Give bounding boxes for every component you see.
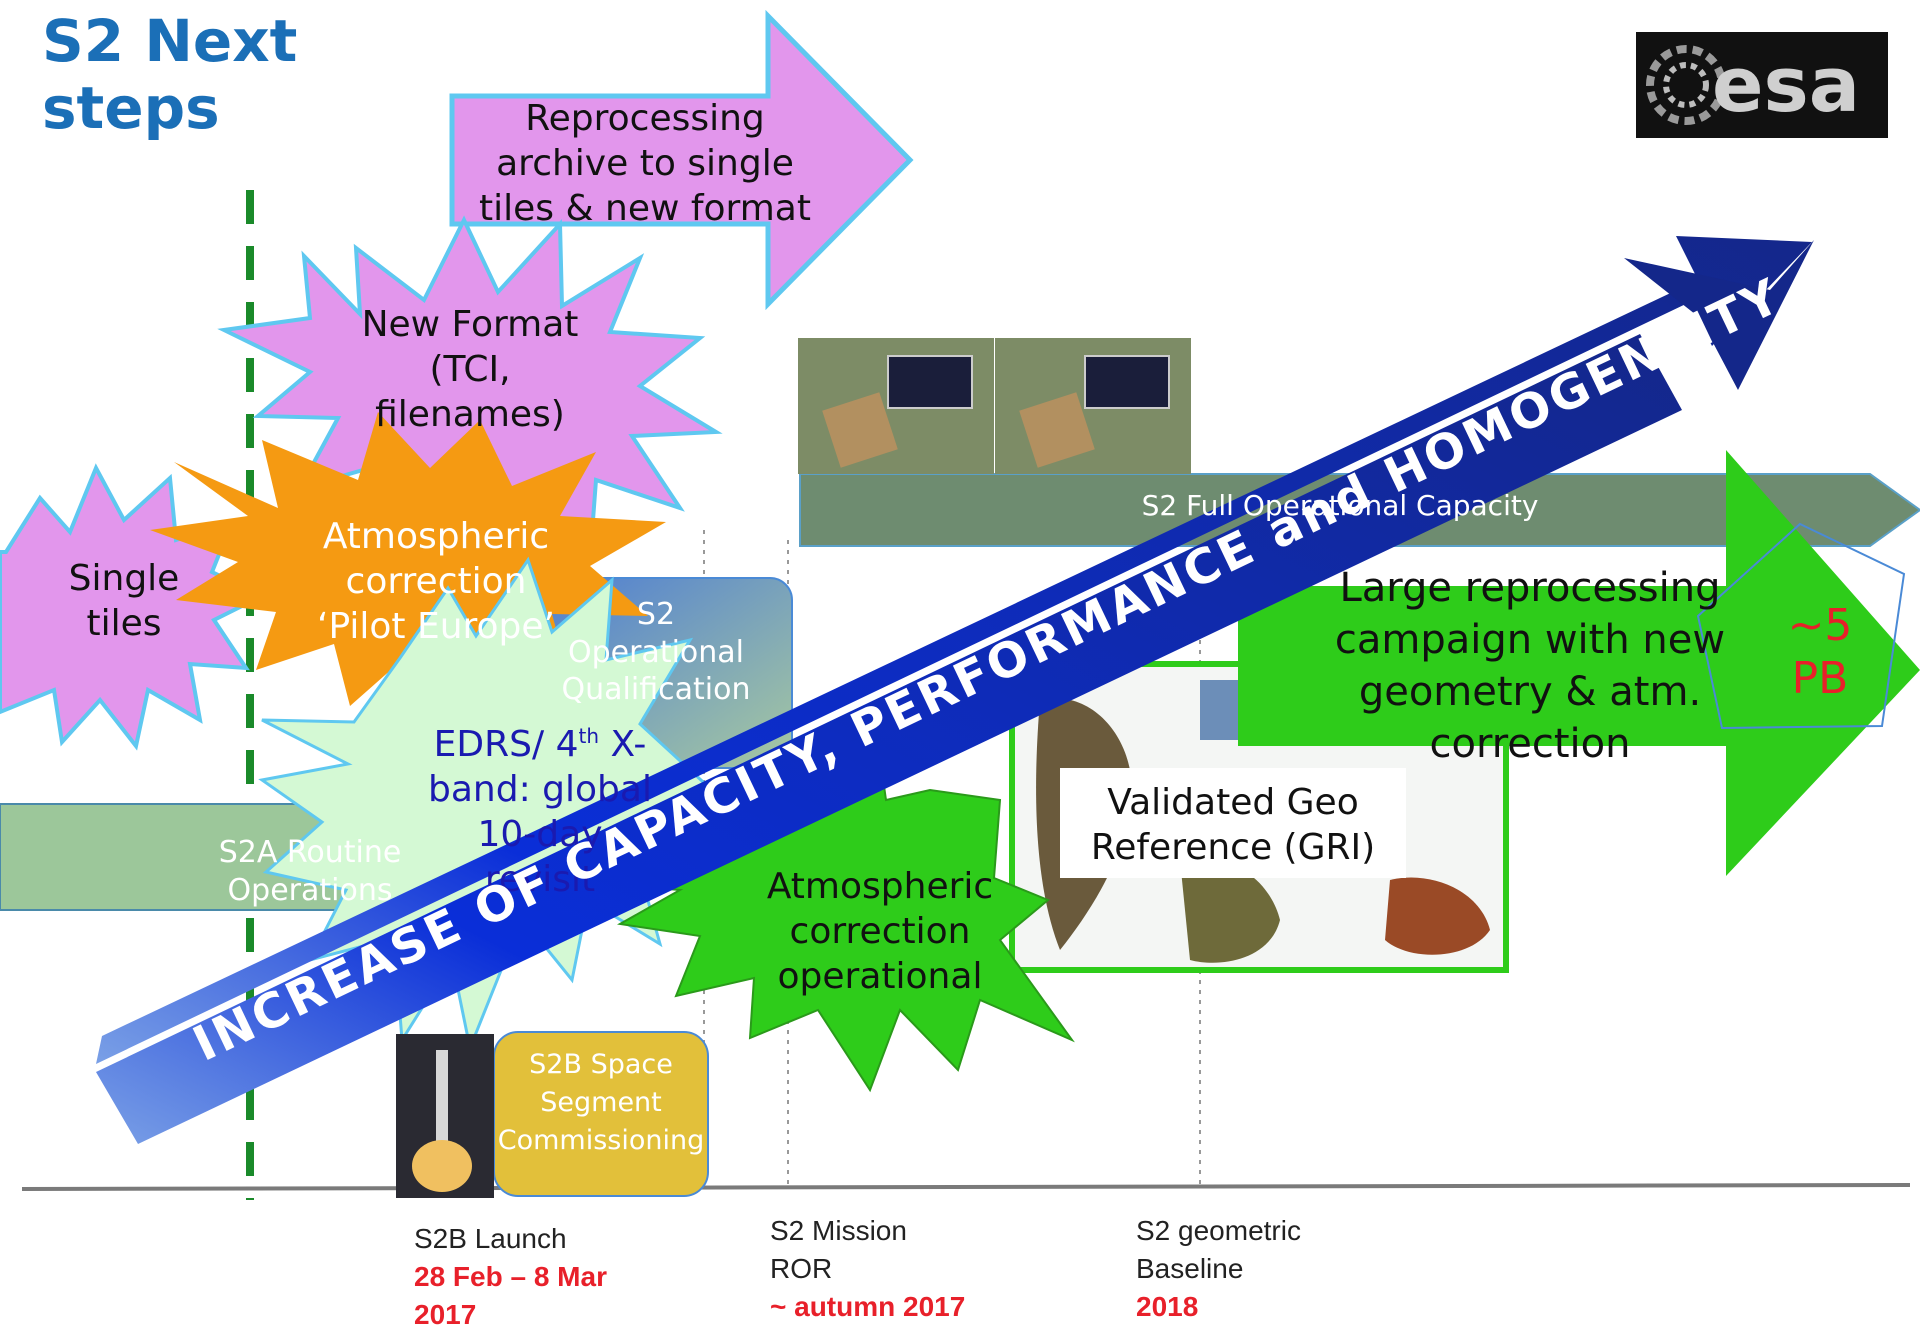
atm-pilot-line1: Atmospheric xyxy=(322,516,550,557)
milestone-mission-ror-line2: ROR xyxy=(770,1253,833,1284)
atm-pilot-text: Atmospheric correction ‘Pilot Europe’ xyxy=(286,514,586,649)
milestone-s2b-launch-date2: 2017 xyxy=(414,1299,477,1330)
edrs-burst xyxy=(258,556,794,1054)
gri-text: Validated Geo Reference (GRI) xyxy=(1060,780,1406,870)
edrs-line2: band: global xyxy=(428,769,652,810)
s2b-commissioning-line2: Segment xyxy=(540,1087,662,1118)
big-diagonal-arrow-body xyxy=(96,334,1682,1144)
map-australia xyxy=(1385,877,1490,955)
timeline-axis xyxy=(21,1183,1911,1191)
s2b-operational-text: S2 Operational Qualification xyxy=(520,596,792,709)
edrs-line3: 10-day xyxy=(477,814,603,855)
atm-pilot-line3: ‘Pilot Europe’ xyxy=(317,606,555,647)
large-reprocessing-arrow xyxy=(1238,450,1920,876)
milestone-geometric-baseline-line2: Baseline xyxy=(1136,1253,1244,1284)
s2b-commissioning-text: S2B Space Segment Commissioning xyxy=(494,1046,708,1160)
gri-line2: Reference (GRI) xyxy=(1090,827,1376,868)
full-ops-text: S2 Full Operational Capacity xyxy=(1141,489,1539,522)
esa-logo: esa xyxy=(1636,32,1888,138)
new-format-line3: filenames) xyxy=(375,394,565,435)
milestone-s2b-launch-date: 28 Feb – 8 Mar xyxy=(414,1261,607,1292)
gri-label-box xyxy=(1060,768,1406,878)
new-format-burst xyxy=(217,215,723,571)
edrs-line1: EDRS/ 4th X- xyxy=(380,722,700,767)
satellite-icon-1 xyxy=(822,355,973,468)
reprocessing-arrow-text: Reprocessing archive to single tiles & n… xyxy=(452,96,838,231)
large-reprocessing-text: Large reprocessing campaign with new geo… xyxy=(1290,562,1770,770)
single-tiles-text: Single tiles xyxy=(44,556,204,646)
reprocessing-line2: archive to single xyxy=(496,143,794,184)
rocket-icon xyxy=(436,1050,448,1154)
reprocessing-line1: Reprocessing xyxy=(525,98,765,139)
edrs-line1-end: X- xyxy=(599,724,647,765)
milestone-mission-ror-date: ~ autumn 2017 xyxy=(770,1291,966,1322)
launch-flame-icon xyxy=(412,1140,472,1192)
big-diagonal-arrow-head xyxy=(1624,240,1814,390)
milestone-mission-ror: S2 Mission ROR ~ autumn 2017 xyxy=(770,1212,1030,1326)
atm-operational-text: Atmospheric correction operational xyxy=(740,864,1020,999)
slide-title-line1: S2 Next xyxy=(42,7,298,75)
pentagon-text: ~5 PB xyxy=(1760,600,1880,706)
slide-title-line2: steps xyxy=(42,73,220,142)
reprocessing-arrow xyxy=(449,9,914,311)
reprocessing-line3: tiles & new format xyxy=(479,188,811,229)
single-tiles-line1: Single xyxy=(68,558,180,599)
s2b-operational-line3: Qualification xyxy=(561,672,751,707)
big-diagonal-arrow xyxy=(96,236,1812,1064)
large-reprocessing-line3: geometry & atm. xyxy=(1358,669,1702,715)
milestone-geometric-baseline-date: 2018 xyxy=(1136,1291,1199,1322)
milestone-s2b-launch: S2B Launch 28 Feb – 8 Mar 2017 xyxy=(414,1220,674,1334)
s2b-operational-line2: Operational xyxy=(567,634,744,670)
pentagon-line1: ~5 xyxy=(1787,600,1853,651)
esa-swirl-icon xyxy=(1646,45,1724,125)
large-reprocessing-line4: correction xyxy=(1429,721,1631,767)
new-format-line2: (TCI, xyxy=(429,349,511,390)
edrs-line4: revisit xyxy=(484,859,596,900)
atm-operational-line3: operational xyxy=(777,956,983,997)
gri-line1: Validated Geo xyxy=(1107,782,1359,823)
map-africa xyxy=(1180,858,1280,963)
edrs-line1-sup: th xyxy=(578,724,600,748)
slide-title: S2 Next steps xyxy=(42,8,402,141)
edrs-text: EDRS/ 4th X- band: global 10-day revisit xyxy=(380,722,700,902)
large-reprocessing-line1: Large reprocessing xyxy=(1339,565,1721,611)
milestone-geometric-baseline-line1: S2 geometric xyxy=(1136,1215,1301,1246)
esa-logo-text: esa xyxy=(1712,40,1861,129)
pentagon-line2: PB xyxy=(1791,652,1849,704)
milestone-s2b-launch-line1: S2B Launch xyxy=(414,1223,567,1254)
s2b-commissioning-line1: S2B Space xyxy=(529,1049,673,1080)
single-tiles-line2: tiles xyxy=(86,603,162,644)
atm-pilot-line2: correction xyxy=(345,561,527,602)
volume-pentagon xyxy=(1696,522,1906,730)
new-format-text: New Format (TCI, filenames) xyxy=(330,302,610,437)
atm-operational-line2: correction xyxy=(789,911,971,952)
s2a-routine-text: S2A Routine Operations xyxy=(218,835,402,908)
atm-operational-line1: Atmospheric xyxy=(766,866,994,907)
large-reprocessing-line2: campaign with new xyxy=(1334,617,1726,663)
edrs-line1-main: EDRS/ 4 xyxy=(433,724,579,765)
s2b-operational-line1: S2 xyxy=(636,597,676,632)
milestone-mission-ror-line1: S2 Mission xyxy=(770,1215,907,1246)
s2b-commissioning-line3: Commissioning xyxy=(497,1125,705,1156)
satellite-icon-2 xyxy=(1019,355,1170,468)
new-format-line1: New Format xyxy=(361,304,579,345)
milestone-geometric-baseline: S2 geometric Baseline 2018 xyxy=(1136,1212,1396,1326)
